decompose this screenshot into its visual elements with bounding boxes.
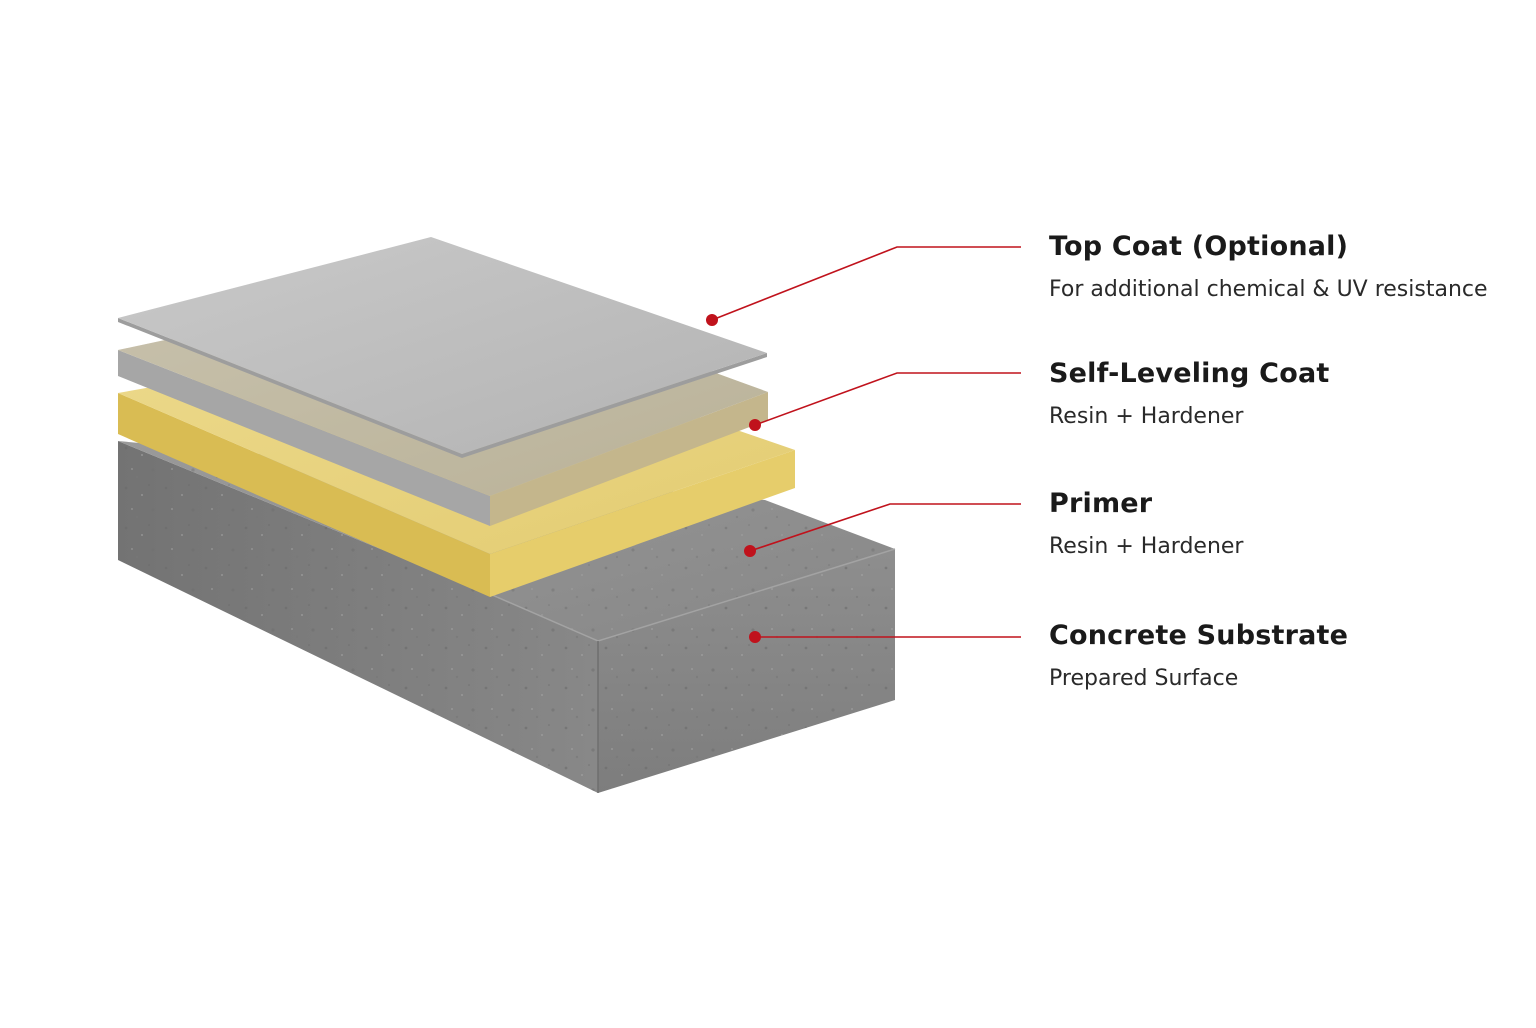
- primer-front-face: [490, 450, 795, 597]
- leader-line-top-coat: [711, 246, 1021, 321]
- leader-line-self-leveling: [754, 372, 1021, 426]
- layer-title: Self-Leveling Coat: [1049, 358, 1330, 389]
- leader-line-primer: [749, 503, 1021, 552]
- leader-dot-concrete: [749, 631, 761, 643]
- layer-title: Primer: [1049, 488, 1153, 519]
- layer-title: Concrete Substrate: [1049, 620, 1349, 651]
- layer-subtitle: For additional chemical & UV resistance: [1049, 277, 1488, 302]
- leader-dots: [706, 314, 761, 643]
- leader-dot-primer: [744, 545, 756, 557]
- label-self-leveling-coat: Self-Leveling Coat Resin + Hardener: [1049, 358, 1329, 431]
- self-leveling-front-face: [490, 392, 768, 526]
- leader-lines: [711, 246, 1021, 638]
- primer-left-face: [118, 393, 490, 597]
- layer-subtitle: Resin + Hardener: [1049, 404, 1244, 429]
- layer-subtitle: Prepared Surface: [1049, 666, 1239, 691]
- label-top-coat: Top Coat (Optional) For additional chemi…: [1049, 231, 1488, 304]
- label-concrete-substrate: Concrete Substrate Prepared Surface: [1049, 620, 1348, 693]
- leader-dot-top-coat: [706, 314, 718, 326]
- layer-title: Top Coat (Optional): [1049, 231, 1349, 262]
- label-primer: Primer Resin + Hardener: [1049, 488, 1243, 561]
- layer-subtitle: Resin + Hardener: [1049, 534, 1244, 559]
- top-coat-top-face: [118, 237, 767, 454]
- top-coat-sheet: [118, 237, 767, 458]
- leader-dot-self-leveling: [749, 419, 761, 431]
- self-leveling-left-face: [118, 350, 490, 526]
